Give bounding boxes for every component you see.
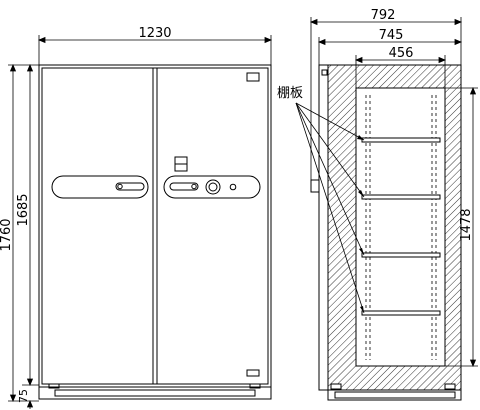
front-width-label: 1230	[138, 26, 171, 41]
bottom-label-plate	[246, 369, 260, 377]
base-plinth	[38, 386, 272, 400]
side-handle	[310, 179, 320, 193]
side-door	[318, 64, 329, 391]
shelf-1	[361, 137, 441, 143]
cabinet-inner-border	[41, 67, 269, 385]
shelf-label: 棚板	[277, 86, 303, 101]
body-height-label: 1685	[16, 193, 31, 226]
front-dimensions	[8, 35, 273, 409]
shelf-leaders	[295, 102, 365, 314]
total-height-label: 1760	[0, 218, 14, 251]
base-height-label: 75	[17, 389, 30, 403]
side-dimensions	[309, 17, 478, 368]
right-foot	[249, 383, 261, 389]
left-foot	[48, 383, 60, 389]
cabinet-body	[38, 64, 272, 388]
front-view	[38, 64, 272, 400]
key-lock	[229, 183, 237, 191]
inner-height-label: 1478	[459, 208, 474, 241]
side-inner-cavity	[355, 87, 446, 367]
label-plate	[246, 72, 260, 82]
body-depth-label: 745	[379, 28, 404, 43]
shelf-4	[361, 310, 441, 316]
combination-dial	[205, 179, 221, 195]
side-view	[310, 64, 462, 401]
outer-depth-label: 792	[371, 8, 396, 23]
shelf-3	[361, 252, 441, 258]
shelves	[361, 137, 441, 316]
shelf-2	[361, 194, 441, 200]
left-door-handle	[51, 175, 149, 199]
right-door-handle	[163, 175, 261, 199]
inner-depth-label: 456	[389, 46, 414, 61]
